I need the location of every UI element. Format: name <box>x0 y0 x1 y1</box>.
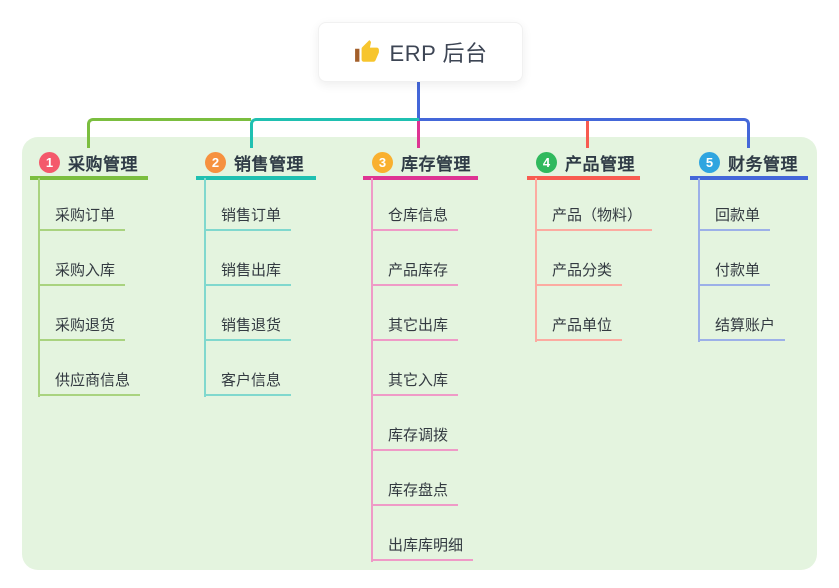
child-node[interactable]: 销售出库 <box>204 255 292 286</box>
root-node[interactable]: ERP 后台 <box>318 22 523 82</box>
child-node[interactable]: 客户信息 <box>204 365 292 396</box>
branch-number-badge: 2 <box>205 151 226 173</box>
branch-number-badge: 5 <box>699 151 720 173</box>
branch-label: 库存管理 <box>401 154 471 174</box>
branch-connector-sales <box>250 118 419 148</box>
child-node[interactable]: 供应商信息 <box>38 365 141 396</box>
child-node[interactable]: 回款单 <box>698 200 771 231</box>
branch-product: 4 产品管理 产品（物料） 产品分类产品单位 <box>527 148 653 342</box>
branch-title-purchase[interactable]: 1 采购管理 <box>30 148 148 180</box>
child-node[interactable]: 采购订单 <box>38 200 126 231</box>
branch-number-badge: 4 <box>536 151 557 173</box>
branch-child-line <box>535 178 537 342</box>
branch-title-product[interactable]: 4 产品管理 <box>527 148 640 180</box>
child-node[interactable]: 产品库存 <box>371 255 459 286</box>
child-node[interactable]: 产品单位 <box>535 310 623 341</box>
branch-title-inventory[interactable]: 3 库存管理 <box>363 148 478 180</box>
branch-child-line <box>204 178 206 397</box>
branch-connector-finance <box>419 118 750 148</box>
child-node[interactable]: 销售订单 <box>204 200 292 231</box>
branch-title-finance[interactable]: 5 财务管理 <box>690 148 808 180</box>
branch-inventory: 3 库存管理 仓库信息产品库存其它出库其它入库库存调拨库存盘点出库库明细 <box>363 148 478 562</box>
branch-number-badge: 1 <box>39 151 60 173</box>
branch-connector-purchase <box>87 118 251 148</box>
branch-number-badge: 3 <box>372 151 393 173</box>
branch-label: 财务管理 <box>728 154 798 174</box>
child-node[interactable]: 产品分类 <box>535 255 623 286</box>
branch-label: 采购管理 <box>68 154 138 174</box>
child-node[interactable]: 销售退货 <box>204 310 292 341</box>
child-node[interactable]: 其它入库 <box>371 365 459 396</box>
child-node[interactable]: 出库库明细 <box>371 530 474 561</box>
thumbs-up-icon <box>354 39 380 65</box>
branch-finance: 5 财务管理 回款单付款单结算账户 <box>690 148 808 342</box>
branches-panel <box>22 137 817 570</box>
branch-label: 产品管理 <box>565 154 635 174</box>
child-node[interactable]: 产品（物料） <box>535 200 653 231</box>
child-node[interactable]: 其它出库 <box>371 310 459 341</box>
child-node[interactable]: 库存调拨 <box>371 420 459 451</box>
branch-label: 销售管理 <box>234 154 304 174</box>
root-trunk-line <box>417 82 420 118</box>
child-node[interactable]: 仓库信息 <box>371 200 459 231</box>
child-node[interactable]: 库存盘点 <box>371 475 459 506</box>
root-title: ERP 后台 <box>389 41 488 66</box>
branch-drop-inventory <box>417 121 420 148</box>
branch-sales: 2 销售管理 销售订单销售出库销售退货客户信息 <box>196 148 316 397</box>
branch-purchase: 1 采购管理 采购订单采购入库采购退货供应商信息 <box>30 148 148 397</box>
child-node[interactable]: 采购退货 <box>38 310 126 341</box>
branch-child-line <box>38 178 40 397</box>
branch-child-line <box>371 178 373 562</box>
child-node[interactable]: 结算账户 <box>698 310 786 341</box>
child-node[interactable]: 付款单 <box>698 255 771 286</box>
child-node[interactable]: 采购入库 <box>38 255 126 286</box>
branch-drop-product <box>586 121 589 148</box>
branch-child-line <box>698 178 700 342</box>
branch-title-sales[interactable]: 2 销售管理 <box>196 148 316 180</box>
